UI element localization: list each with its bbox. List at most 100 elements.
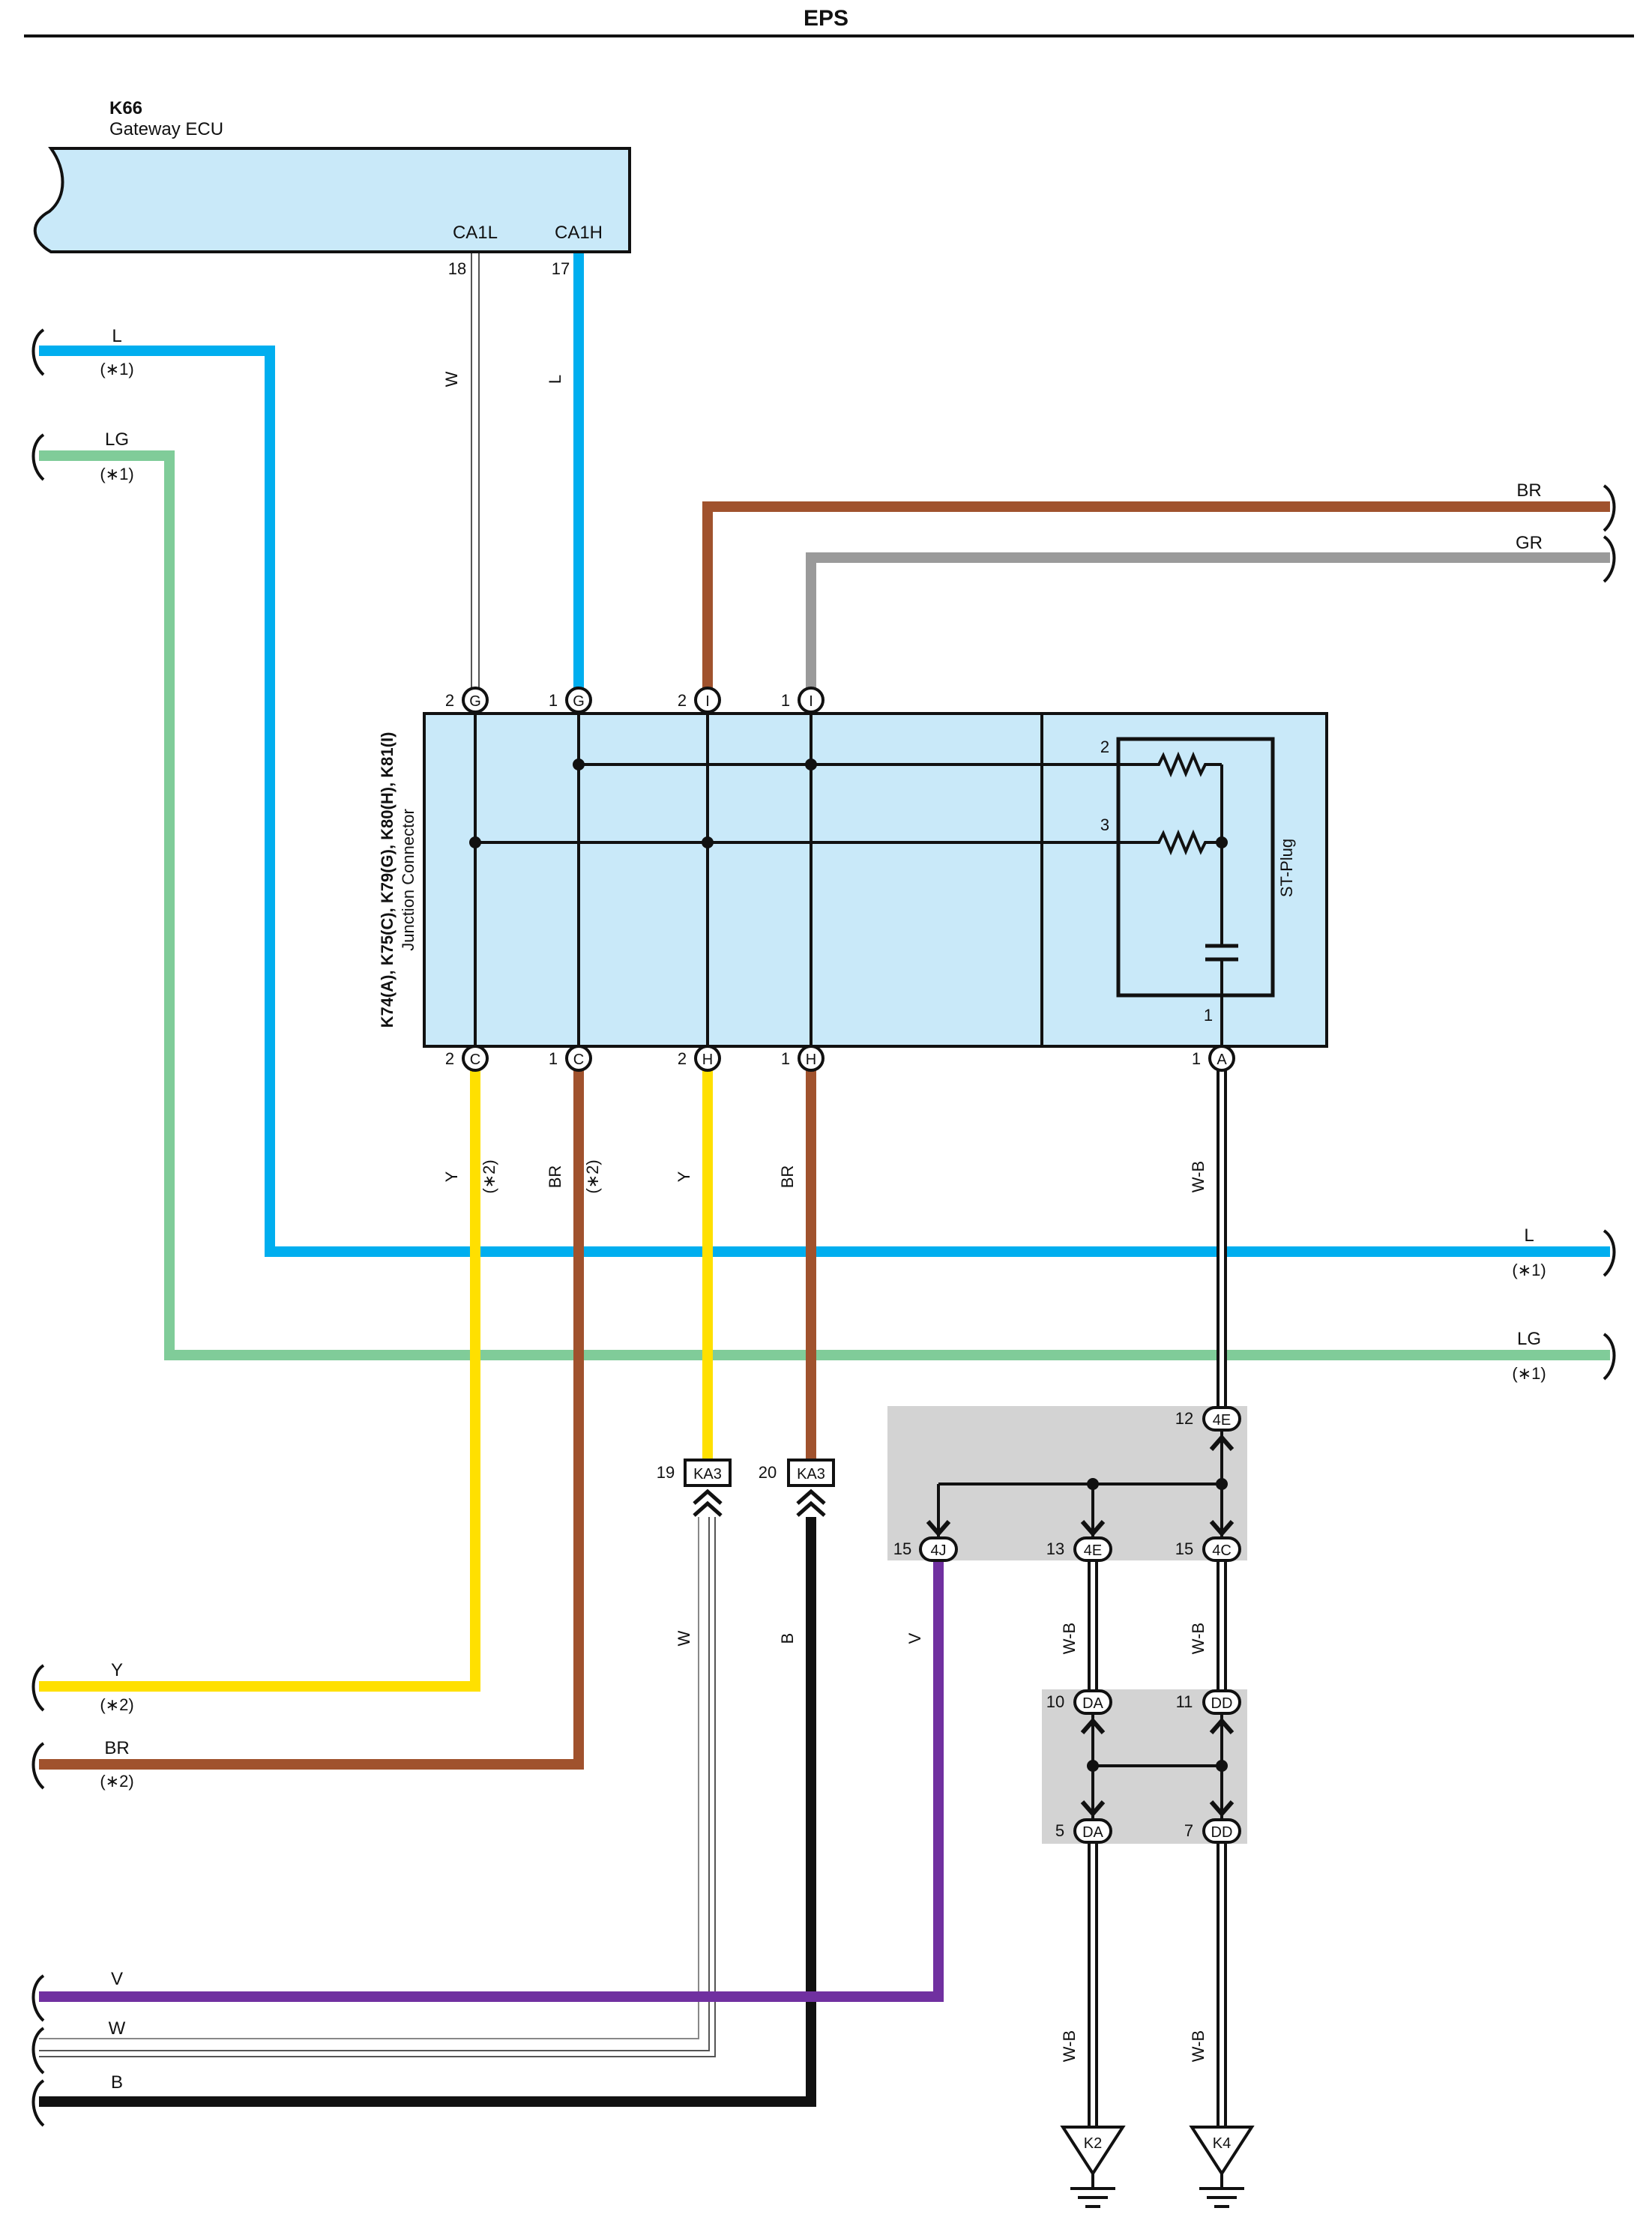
st-plug-box: [1116, 737, 1275, 998]
wire-break-icons-left: [31, 328, 45, 2127]
ground-k2: K2: [1060, 2126, 1126, 2208]
junction-top-pin-g1: 1 G: [549, 687, 592, 714]
splice1-pin-12-4e: 12 4E: [1175, 1406, 1241, 1432]
svg-text:1: 1: [1192, 1049, 1201, 1068]
wire-w-ka3-inner: [39, 1517, 699, 2039]
splice1-arrow-4c-icon: [1209, 1520, 1235, 1537]
svg-text:15: 15: [1175, 1539, 1193, 1558]
svg-text:4J: 4J: [930, 1542, 946, 1559]
svg-text:H: H: [806, 1052, 816, 1068]
junction-bottom-pin-a1: 1 A: [1192, 1045, 1235, 1072]
junction-dot-3: [469, 836, 481, 848]
ecu-name: Gateway ECU: [109, 119, 223, 139]
ecu-box: [33, 147, 631, 253]
ecu-pin-num-18: 18: [448, 259, 466, 278]
splice2-arrow-dd-top-icon: [1209, 1717, 1235, 1734]
right-wire-note-l: (∗1): [1512, 1261, 1546, 1279]
st-plug-label: ST-Plug: [1277, 839, 1296, 897]
splice1-arrow-4j-icon: [926, 1520, 951, 1537]
splice1-arrow-4e-icon: [1080, 1520, 1106, 1537]
splice2-pin-11-dd: 11 DD: [1176, 1689, 1241, 1715]
junction-label-name: Junction Connector: [399, 809, 417, 951]
wire-y-c2: [39, 1060, 480, 1692]
wire-b-ka3: [39, 1517, 816, 2107]
ka3-connector-19: 19 KA3: [657, 1459, 732, 1487]
left-wire-label-br: BR: [104, 1738, 129, 1758]
left-wire-note-l: (∗1): [100, 360, 133, 378]
svg-text:2: 2: [678, 1049, 687, 1068]
wire-label-l-ecu: L: [546, 375, 564, 384]
svg-text:G: G: [573, 693, 585, 710]
splice1-pin-15-4j: 15 4J: [893, 1536, 958, 1562]
left-wire-label-y: Y: [111, 1660, 123, 1680]
junction-bottom-pin-h2: 2 H: [678, 1045, 721, 1072]
st-plug-pin-2: 2: [1100, 738, 1109, 756]
svg-text:2: 2: [678, 691, 687, 710]
left-wire-note-y: (∗2): [100, 1695, 133, 1714]
svg-text:1: 1: [549, 1049, 558, 1068]
resistor-lower-icon: [1147, 829, 1222, 856]
svg-text:2: 2: [445, 691, 454, 710]
ecu-id: K66: [109, 98, 142, 118]
vlabel-wb-4c: W-B: [1189, 1623, 1208, 1654]
junction-dot-4: [702, 836, 714, 848]
svg-text:A: A: [1217, 1052, 1227, 1068]
right-wire-note-lg: (∗1): [1512, 1364, 1546, 1383]
right-wire-label-l: L: [1524, 1225, 1534, 1246]
ecu-pin-name-ca1l: CA1L: [453, 223, 498, 243]
svg-text:4E: 4E: [1213, 1412, 1231, 1429]
wire-br-right-top: [702, 501, 1610, 693]
wire-label-w-ecu: W: [442, 371, 461, 387]
vlabel-w-ka3: W: [675, 1630, 693, 1646]
junction-label-ids: K74(A), K75(C), K79(G), K80(H), K81(I): [378, 732, 397, 1028]
splice2-arrow-da-top-icon: [1080, 1717, 1106, 1734]
vlabel-br-c1-note: (∗2): [583, 1159, 602, 1193]
svg-text:DD: DD: [1211, 1695, 1233, 1712]
splice1-pin-13-4e: 13 4E: [1046, 1536, 1112, 1562]
svg-text:C: C: [573, 1052, 584, 1068]
svg-text:5: 5: [1055, 1821, 1064, 1840]
svg-text:I: I: [809, 693, 813, 710]
left-wire-label-w: W: [109, 2018, 126, 2039]
svg-text:19: 19: [657, 1463, 675, 1482]
right-wire-label-gr: GR: [1516, 533, 1543, 553]
svg-text:4E: 4E: [1084, 1542, 1102, 1559]
junction-top-pin-i1: 1 I: [781, 687, 825, 714]
junction-bottom-pin-c2: 2 C: [445, 1045, 489, 1072]
splice1-dot-1: [1087, 1478, 1099, 1490]
left-wire-label-lg: LG: [105, 429, 129, 450]
svg-text:DA: DA: [1082, 1695, 1103, 1712]
wire-lg-left-right: [39, 450, 1610, 1360]
svg-text:C: C: [470, 1052, 480, 1068]
svg-text:1: 1: [781, 1049, 790, 1068]
junction-bottom-pin-c1: 1 C: [549, 1045, 592, 1072]
splice1-arrow-top-icon: [1209, 1434, 1235, 1451]
wire-v-4j: [39, 1562, 944, 2002]
st-plug-dot: [1216, 836, 1228, 848]
svg-text:KA3: KA3: [797, 1466, 825, 1483]
svg-text:20: 20: [759, 1463, 777, 1482]
junction-bottom-pin-h1: 1 H: [781, 1045, 825, 1072]
wire-gr-right-top: [806, 552, 1610, 693]
splice2-dot-1: [1087, 1760, 1099, 1772]
splice2-pin-5-da: 5 DA: [1055, 1818, 1112, 1844]
ecu-pin-num-17: 17: [552, 259, 570, 278]
left-wire-label-l: L: [112, 326, 121, 346]
wire-w-ka3: [39, 1517, 716, 2057]
splice2-pin-10-da: 10 DA: [1046, 1689, 1112, 1715]
svg-text:11: 11: [1176, 1692, 1193, 1711]
svg-text:1: 1: [549, 691, 558, 710]
ecu-pin-name-ca1h: CA1H: [555, 223, 603, 243]
svg-text:13: 13: [1046, 1539, 1064, 1558]
resistor-upper-icon: [1147, 751, 1222, 778]
splice1-pin-15-4c: 15 4C: [1175, 1536, 1241, 1562]
splice1-dot-2: [1216, 1478, 1228, 1490]
svg-text:DA: DA: [1082, 1824, 1103, 1841]
svg-text:KA3: KA3: [693, 1466, 722, 1483]
vlabel-v-4j: V: [905, 1632, 924, 1644]
vlabel-wb-4e: W-B: [1060, 1623, 1079, 1654]
st-plug-pin-1: 1: [1204, 1006, 1213, 1025]
right-wire-label-lg: LG: [1517, 1329, 1541, 1349]
svg-text:I: I: [705, 693, 710, 710]
